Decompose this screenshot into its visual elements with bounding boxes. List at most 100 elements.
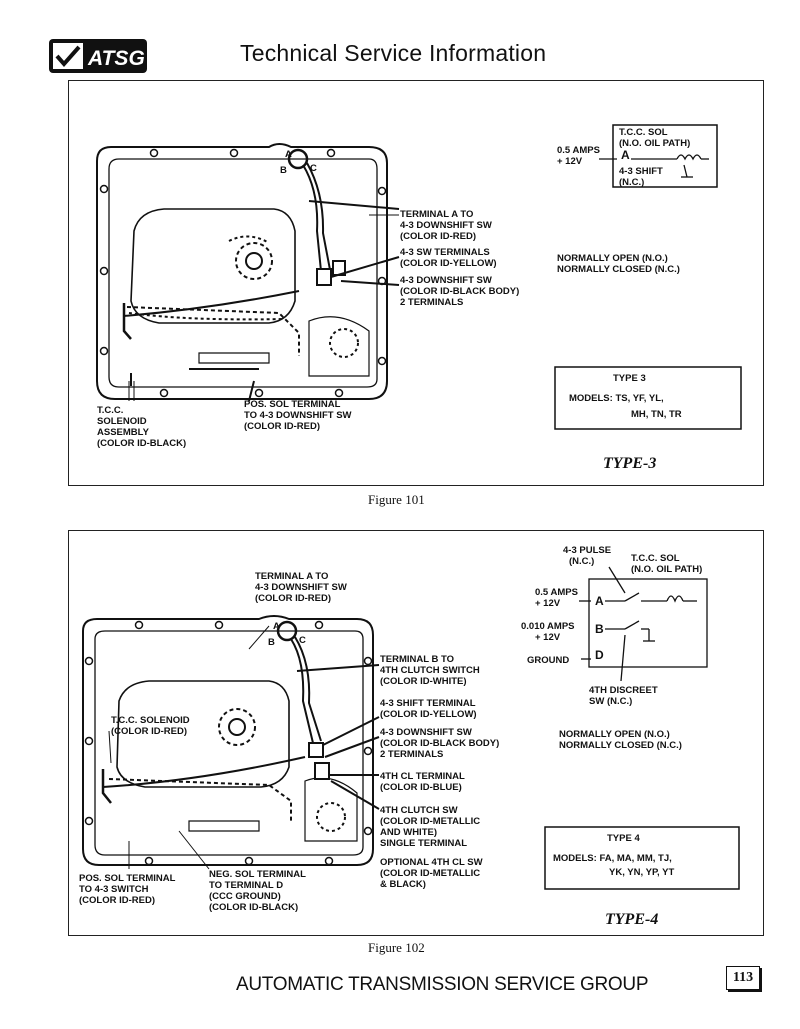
svg-text:4-3 DOWNSHIFT SW: 4-3 DOWNSHIFT SW <box>380 727 472 738</box>
connector-letters: A B C <box>280 149 317 176</box>
svg-text:4-3 DOWNSHIFT SW: 4-3 DOWNSHIFT SW <box>400 220 492 231</box>
svg-text:(COLOR ID-RED): (COLOR ID-RED) <box>79 895 155 906</box>
svg-text:AND WHITE): AND WHITE) <box>380 827 437 838</box>
svg-text:(N.C.): (N.C.) <box>569 556 594 567</box>
svg-text:TYPE 3: TYPE 3 <box>613 373 646 384</box>
svg-text:& BLACK): & BLACK) <box>380 879 426 890</box>
svg-text:4TH CL TERMINAL: 4TH CL TERMINAL <box>380 771 465 782</box>
atsg-logo: ATSG <box>49 39 147 73</box>
svg-text:4-3 SHIFT: 4-3 SHIFT <box>619 166 663 177</box>
svg-text:TO TERMINAL D: TO TERMINAL D <box>209 880 283 891</box>
svg-text:(COLOR ID-BLACK BODY): (COLOR ID-BLACK BODY) <box>400 286 519 297</box>
svg-text:T.C.C. SOL: T.C.C. SOL <box>631 553 680 564</box>
footer-text: AUTOMATIC TRANSMISSION SERVICE GROUP <box>236 974 649 995</box>
svg-text:SINGLE TERMINAL: SINGLE TERMINAL <box>380 838 467 849</box>
svg-text:MH, TN, TR: MH, TN, TR <box>631 409 682 420</box>
figure-102-panel: A B C TERMINAL A TO 4-3 DOWNSHIFT SW (CO… <box>68 530 764 936</box>
svg-text:TERMINAL B TO: TERMINAL B TO <box>380 654 454 665</box>
svg-text:POS. SOL TERMINAL: POS. SOL TERMINAL <box>79 873 176 884</box>
svg-text:(COLOR ID-RED): (COLOR ID-RED) <box>244 421 320 432</box>
figure-102-models-box: TYPE 4 MODELS: FA, MA, MM, TJ, YK, YN, Y… <box>544 826 740 890</box>
svg-text:4TH DISCREET: 4TH DISCREET <box>589 685 658 696</box>
svg-text:POS. SOL TERMINAL: POS. SOL TERMINAL <box>244 399 341 410</box>
svg-text:TERMINAL A TO: TERMINAL A TO <box>400 209 473 220</box>
figure-101-schematic: 0.5 AMPS + 12V A T.C.C. SOL (N.O. OIL PA… <box>557 124 718 275</box>
svg-text:NORMALLY CLOSED (N.C.): NORMALLY CLOSED (N.C.) <box>559 740 682 751</box>
svg-text:(CCC GROUND): (CCC GROUND) <box>209 891 281 902</box>
svg-text:SW (N.C.): SW (N.C.) <box>589 696 632 707</box>
svg-text:ATSG: ATSG <box>87 47 145 70</box>
connector-letters: A B C <box>268 621 306 648</box>
svg-text:MODELS: FA, MA, MM, TJ,: MODELS: FA, MA, MM, TJ, <box>553 853 672 864</box>
figure-101-diagram: A B C TERMINAL A TO 4-3 DOWNSHIFT SW (CO… <box>96 124 742 449</box>
svg-text:4TH CLUTCH SWITCH: 4TH CLUTCH SWITCH <box>380 665 480 676</box>
bolt-holes <box>99 148 387 398</box>
svg-text:YK, YN, YP, YT: YK, YN, YP, YT <box>609 867 675 878</box>
svg-text:D: D <box>595 648 604 662</box>
svg-text:NORMALLY CLOSED (N.C.): NORMALLY CLOSED (N.C.) <box>557 264 680 275</box>
svg-text:4-3 SHIFT TERMINAL: 4-3 SHIFT TERMINAL <box>380 698 476 709</box>
figure-101-panel: A B C TERMINAL A TO 4-3 DOWNSHIFT SW (CO… <box>68 80 764 486</box>
svg-text:(N.O. OIL PATH): (N.O. OIL PATH) <box>619 138 690 149</box>
figure-102-schematic: 4-3 PULSE (N.C.) T.C.C. SOL (N.O. OIL PA… <box>521 545 708 751</box>
svg-text:TYPE 4: TYPE 4 <box>607 833 640 844</box>
svg-text:T.C.C. SOLENOID: T.C.C. SOLENOID <box>111 715 190 726</box>
svg-text:(COLOR ID-METALLIC: (COLOR ID-METALLIC <box>380 816 480 827</box>
svg-text:C: C <box>310 163 317 174</box>
svg-text:NEG. SOL TERMINAL: NEG. SOL TERMINAL <box>209 869 306 880</box>
svg-text:(COLOR ID-METALLIC: (COLOR ID-METALLIC <box>380 868 480 879</box>
svg-text:2 TERMINALS: 2 TERMINALS <box>400 297 463 308</box>
svg-text:4-3 DOWNSHIFT SW: 4-3 DOWNSHIFT SW <box>400 275 492 286</box>
svg-text:TERMINAL A TO: TERMINAL A TO <box>255 571 328 582</box>
svg-text:B: B <box>595 622 604 636</box>
svg-text:NORMALLY OPEN (N.O.): NORMALLY OPEN (N.O.) <box>559 729 670 740</box>
svg-text:(COLOR ID-BLACK): (COLOR ID-BLACK) <box>209 902 298 913</box>
figure-101-caption: Figure 101 <box>368 492 425 507</box>
svg-text:(COLOR ID-BLACK BODY): (COLOR ID-BLACK BODY) <box>380 738 499 749</box>
svg-text:4-3 SW TERMINALS: 4-3 SW TERMINALS <box>400 247 490 258</box>
svg-text:B: B <box>268 637 275 648</box>
svg-text:A: A <box>285 149 292 160</box>
figure-102-diagram: A B C TERMINAL A TO 4-3 DOWNSHIFT SW (CO… <box>79 545 740 913</box>
svg-text:4-3 DOWNSHIFT SW: 4-3 DOWNSHIFT SW <box>255 582 347 593</box>
svg-text:C: C <box>299 635 306 646</box>
svg-text:NORMALLY OPEN (N.O.): NORMALLY OPEN (N.O.) <box>557 253 668 264</box>
svg-text:GROUND: GROUND <box>527 655 569 666</box>
svg-text:A: A <box>595 594 604 608</box>
figure-101-models-box: TYPE 3 MODELS: TS, YF, YL, MH, TN, TR <box>554 366 742 430</box>
svg-text:(COLOR ID-RED): (COLOR ID-RED) <box>400 231 476 242</box>
svg-text:(COLOR ID-RED): (COLOR ID-RED) <box>255 593 331 604</box>
svg-text:+ 12V: + 12V <box>557 156 583 167</box>
svg-text:0.5 AMPS: 0.5 AMPS <box>535 587 578 598</box>
svg-text:(COLOR ID-YELLOW): (COLOR ID-YELLOW) <box>380 709 477 720</box>
svg-text:T.C.C.: T.C.C. <box>97 405 123 416</box>
bolt-holes <box>84 620 373 866</box>
page-number: 113 <box>726 966 760 990</box>
svg-text:(COLOR ID-WHITE): (COLOR ID-WHITE) <box>380 676 467 687</box>
svg-text:OPTIONAL 4TH CL SW: OPTIONAL 4TH CL SW <box>380 857 483 868</box>
svg-text:4TH CLUTCH SW: 4TH CLUTCH SW <box>380 805 458 816</box>
svg-text:B: B <box>280 165 287 176</box>
figure-101-type-label: TYPE-3 <box>603 455 657 472</box>
svg-text:TO 4-3 DOWNSHIFT SW: TO 4-3 DOWNSHIFT SW <box>244 410 352 421</box>
svg-text:0.5 AMPS: 0.5 AMPS <box>557 145 600 156</box>
figure-101-callouts: TERMINAL A TO 4-3 DOWNSHIFT SW (COLOR ID… <box>97 209 519 449</box>
svg-text:T.C.C. SOL: T.C.C. SOL <box>619 127 668 138</box>
svg-text:0.010 AMPS: 0.010 AMPS <box>521 621 575 632</box>
svg-text:(N.O. OIL PATH): (N.O. OIL PATH) <box>631 564 702 575</box>
page-title: Technical Service Information <box>240 40 547 66</box>
svg-text:A: A <box>273 621 280 632</box>
svg-text:MODELS: TS, YF, YL,: MODELS: TS, YF, YL, <box>569 393 664 404</box>
figure-102-callouts: TERMINAL A TO 4-3 DOWNSHIFT SW (COLOR ID… <box>79 571 499 913</box>
svg-text:2 TERMINALS: 2 TERMINALS <box>380 749 443 760</box>
svg-text:(N.C.): (N.C.) <box>619 177 644 188</box>
svg-text:+ 12V: + 12V <box>535 598 561 609</box>
svg-text:4-3 PULSE: 4-3 PULSE <box>563 545 611 556</box>
figure-102-caption: Figure 102 <box>368 940 425 955</box>
svg-text:+ 12V: + 12V <box>535 632 561 643</box>
svg-text:ASSEMBLY: ASSEMBLY <box>97 427 150 438</box>
svg-text:(COLOR ID-RED): (COLOR ID-RED) <box>111 726 187 737</box>
svg-text:(COLOR ID-BLACK): (COLOR ID-BLACK) <box>97 438 186 449</box>
svg-text:(COLOR ID-BLUE): (COLOR ID-BLUE) <box>380 782 462 793</box>
svg-text:A: A <box>621 148 630 162</box>
